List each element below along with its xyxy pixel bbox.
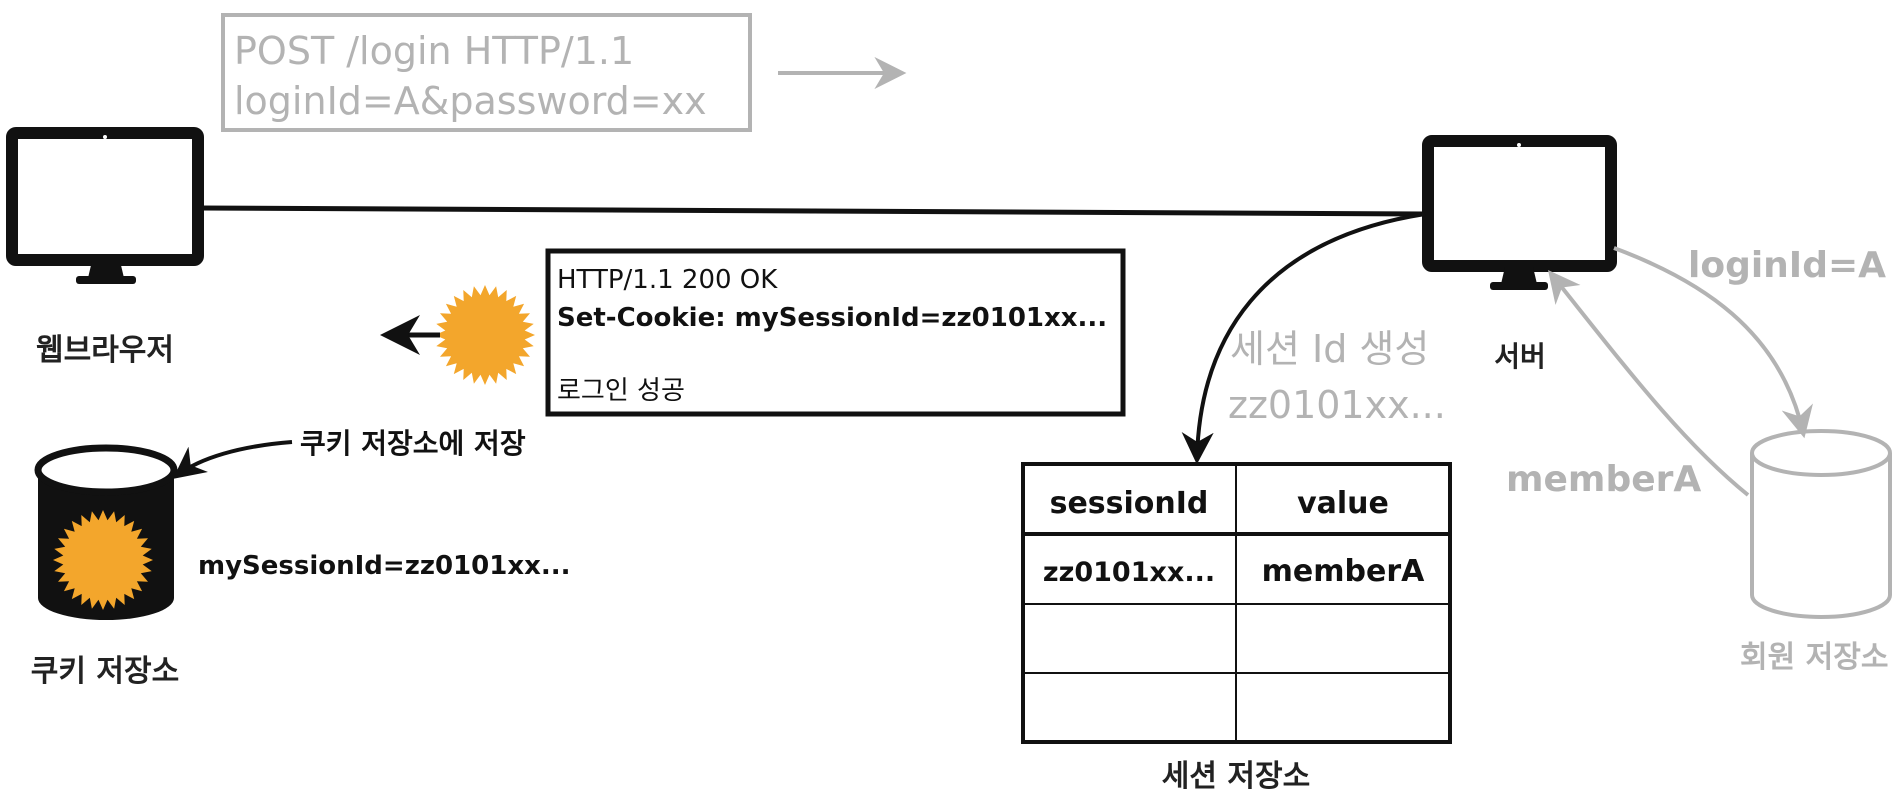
response-line-3: 로그인 성공 [557, 376, 685, 406]
cookie-store-label: 쿠키 저장소 [31, 654, 179, 689]
server-monitor-icon [1422, 135, 1617, 290]
response-line-1: HTTP/1.1 200 OK [557, 265, 778, 295]
session-table-cell: memberA [1262, 554, 1425, 589]
cookie-store-cylinder-icon [34, 444, 178, 620]
session-table-cell: zz0101xx... [1043, 557, 1215, 588]
session-create-line-2: zz0101xx... [1228, 383, 1446, 427]
save-cookie-label: 쿠키 저장소에 저장 [300, 427, 526, 460]
browser-monitor-icon [6, 127, 204, 284]
cookie-sun-icon [435, 285, 535, 385]
request-line-2: loginId=A&password=xx [234, 79, 707, 123]
save-cookie-arrow [172, 440, 293, 479]
member-store-cylinder-icon [1750, 429, 1892, 619]
session-create-arrow [1181, 212, 1426, 465]
request-line-1: POST /login HTTP/1.1 [234, 29, 634, 73]
session-table-header-value: value [1297, 486, 1389, 521]
session-table-header-sessionid: sessionId [1050, 486, 1209, 521]
server-label: 서버 [1494, 340, 1546, 373]
member-store-label: 회원 저장소 [1740, 640, 1888, 675]
request-box: POST /login HTTP/1.1 loginId=A&password=… [221, 13, 752, 132]
member-query-arrow [1613, 246, 1813, 439]
session-create-line-1: 세션 Id 생성 [1230, 327, 1429, 371]
session-store-table: sessionId value zz0101xx... memberA [1021, 462, 1452, 744]
connection-line [199, 205, 1426, 217]
cookie-store-value: mySessionId=zz0101xx... [198, 551, 571, 581]
response-line-2: Set-Cookie: mySessionId=zz0101xx... [557, 303, 1107, 333]
session-store-label: 세션 저장소 [1162, 759, 1310, 794]
member-result-label: memberA [1506, 459, 1701, 500]
member-query-label: loginId=A [1688, 245, 1886, 286]
member-result-arrow [1548, 270, 1750, 497]
browser-label: 웹브라우저 [36, 333, 174, 368]
response-box: HTTP/1.1 200 OK Set-Cookie: mySessionId=… [545, 248, 1126, 417]
